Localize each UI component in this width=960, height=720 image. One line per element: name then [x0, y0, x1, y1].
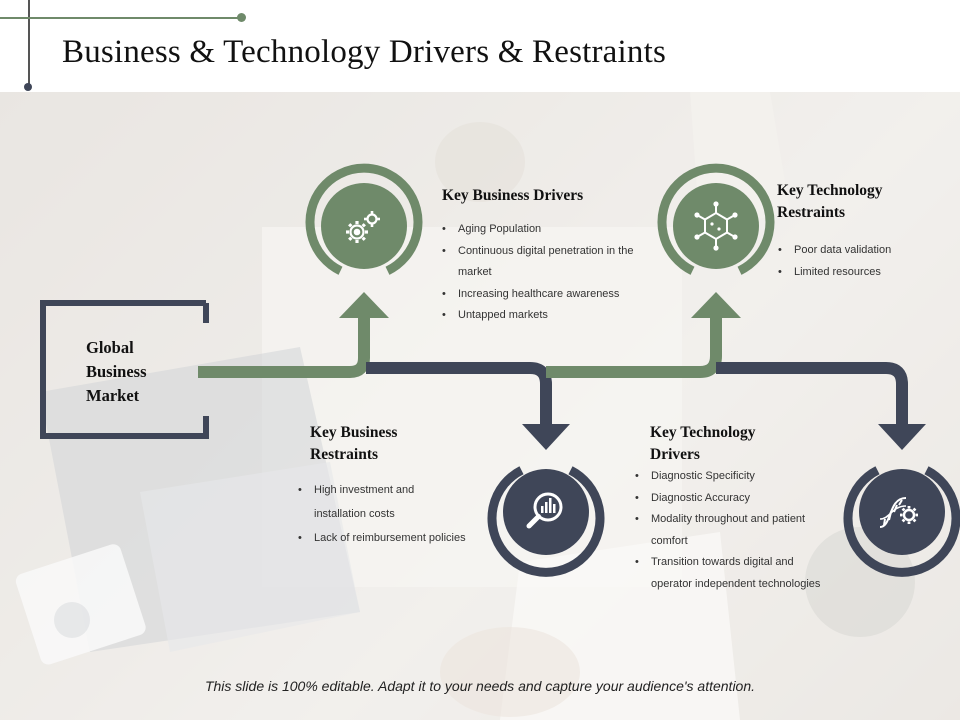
molecule-icon [694, 201, 738, 251]
global-business-market-label: Global Business Market [86, 338, 147, 405]
list-item: Poor data validation [776, 240, 946, 262]
business-drivers-list: Aging Population Continuous digital pene… [440, 219, 636, 327]
connector-technology-restraints [546, 316, 722, 378]
business-restraints-list: High investment and installation costs L… [296, 478, 466, 550]
node-technology-drivers [843, 466, 960, 577]
connector-business-drivers [198, 316, 370, 378]
node-technology-restraints [657, 163, 775, 275]
list-item: Lack of reimbursement policies [296, 526, 466, 550]
title-vertical-rule [28, 0, 30, 86]
connector-technology-drivers [716, 362, 908, 425]
list-item: Untapped markets [440, 305, 636, 327]
business-restraints-title: Key Business Restraints [310, 424, 398, 464]
technology-drivers-list: Diagnostic Specificity Diagnostic Accura… [633, 466, 823, 595]
list-item: Increasing healthcare awareness [440, 284, 636, 306]
list-item: High investment and installation costs [296, 478, 466, 526]
analytics-magnifier-icon [526, 492, 563, 529]
page-title: Business & Technology Drivers & Restrain… [62, 34, 667, 70]
list-item: Continuous digital penetration in the ma… [440, 241, 636, 284]
title-dot-navy [24, 83, 32, 91]
arrow-business-restraints [522, 424, 570, 450]
gears-icon [346, 211, 380, 243]
arrow-business-drivers [339, 292, 389, 318]
list-item: Limited resources [776, 262, 946, 284]
dna-gear-icon [879, 497, 918, 528]
footer-note: This slide is 100% editable. Adapt it to… [204, 678, 756, 694]
market-bracket [40, 300, 209, 439]
title-dot-green [237, 13, 246, 22]
list-item: Modality throughout and patient comfort [633, 509, 823, 552]
node-business-restraints [487, 466, 605, 577]
arrow-technology-restraints [691, 292, 741, 318]
list-item: Aging Population [440, 219, 636, 241]
technology-drivers-title: Key Technology Drivers [650, 424, 756, 464]
list-item: Diagnostic Accuracy [633, 488, 823, 510]
connector-business-restraints [366, 362, 552, 425]
arrow-technology-drivers [878, 424, 926, 450]
list-item: Transition towards digital and operator … [633, 552, 823, 595]
technology-restraints-title: Key Technology Restraints [777, 182, 883, 222]
list-item: Diagnostic Specificity [633, 466, 823, 488]
title-horizontal-rule [0, 17, 242, 19]
technology-restraints-list: Poor data validation Limited resources [776, 240, 946, 283]
node-business-drivers [305, 163, 423, 275]
business-drivers-title: Key Business Drivers [442, 187, 584, 204]
